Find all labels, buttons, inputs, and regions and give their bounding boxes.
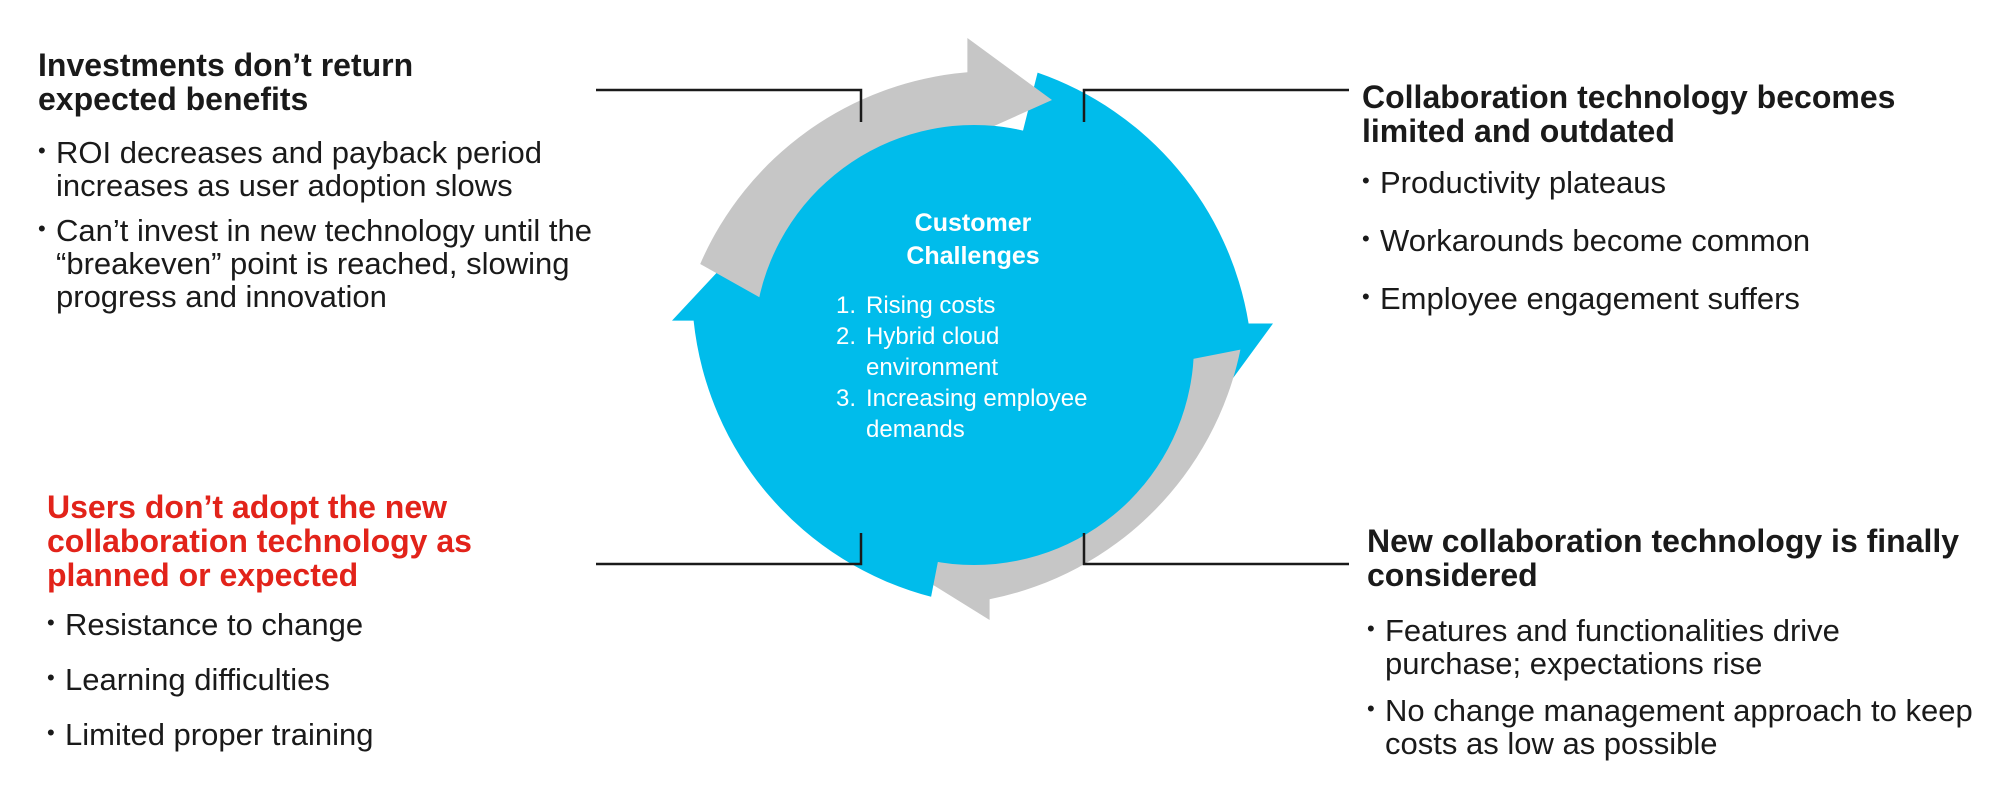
bottom-left-bullets: •Resistance to change •Learning difficul… [47, 608, 587, 751]
center-item: 3.Increasing employee demands [836, 385, 1088, 443]
bottom-left-block: Users don’t adopt the new collaboration … [47, 490, 587, 751]
connector-bottom-left [596, 533, 863, 566]
top-left-title: Investments don’t return expected benefi… [38, 47, 414, 117]
connector-top-right [1082, 88, 1349, 122]
bottom-right-block: New collaboration technology is finally … [1367, 524, 1982, 760]
center-title: Customer Challenges [843, 207, 1103, 273]
connector-top-left [596, 88, 863, 122]
bullet-item: •Resistance to change [47, 607, 364, 642]
bottom-right-title: New collaboration technology is finally … [1367, 523, 1960, 593]
bullet-item: •Can’t invest in new technology until th… [38, 213, 592, 314]
top-right-title: Collaboration technology becomes limited… [1362, 79, 1896, 149]
center-circle [754, 125, 1194, 565]
bullet-item: •Features and functionalities drive purc… [1367, 613, 1840, 681]
bullet-item: •No change management approach to keep c… [1367, 693, 1973, 761]
center-challenges-list: 1.Rising costs 2.Hybrid cloud environmen… [836, 290, 1116, 445]
connector-bottom-right [1082, 533, 1349, 566]
bottom-left-title: Users don’t adopt the new collaboration … [47, 489, 472, 593]
bullet-item: •Limited proper training [47, 717, 374, 752]
top-right-bullets: •Productivity plateaus •Workarounds beco… [1362, 166, 1982, 315]
center-title-line2: Challenges [906, 242, 1040, 270]
bullet-item: •Workarounds become common [1362, 223, 1811, 258]
bullet-item: •Employee engagement suffers [1362, 281, 1800, 316]
center-title-line1: Customer [914, 209, 1032, 237]
top-right-block: Collaboration technology becomes limited… [1362, 80, 1982, 315]
center-item: 2.Hybrid cloud environment [836, 323, 1000, 381]
bottom-right-bullets: •Features and functionalities drive purc… [1367, 614, 1982, 760]
bullet-item: •ROI decreases and payback period increa… [38, 135, 542, 203]
top-left-bullets: •ROI decreases and payback period increa… [38, 136, 608, 313]
center-item: 1.Rising costs [836, 292, 996, 319]
bullet-item: •Productivity plateaus [1362, 165, 1667, 200]
top-left-block: Investments don’t return expected benefi… [38, 48, 608, 313]
bullet-item: •Learning difficulties [47, 662, 330, 697]
